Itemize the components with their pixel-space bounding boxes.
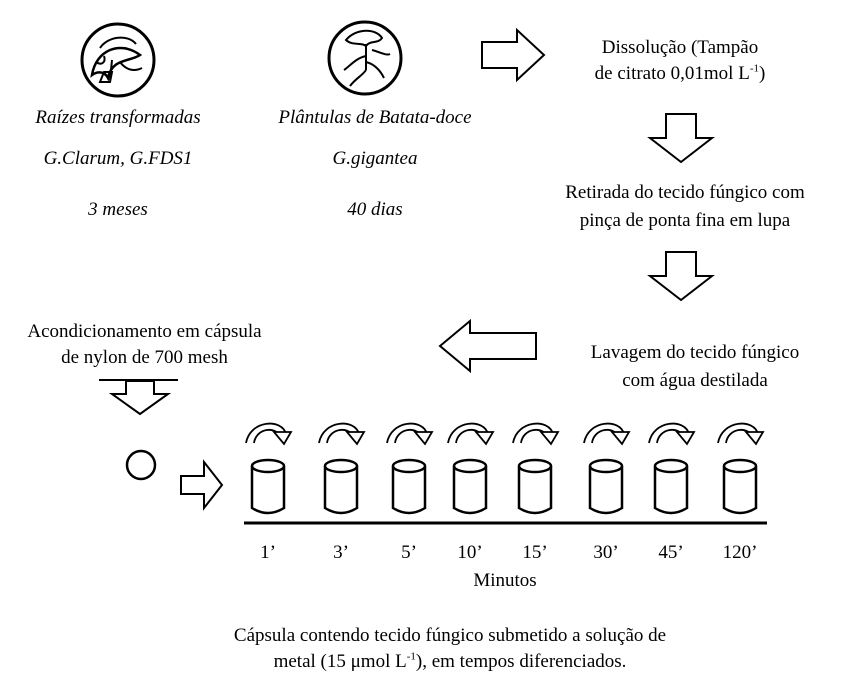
- right-sample-title: Plântulas de Batata-doce: [278, 107, 472, 128]
- sample-tube-icon: [250, 458, 286, 515]
- time-label: 45’: [658, 542, 684, 563]
- left-sample-duration: 3 meses: [88, 199, 148, 220]
- time-label: 5’: [401, 542, 417, 563]
- transfer-arrow-icon: [583, 422, 631, 446]
- sample-tube-icon: [323, 458, 359, 515]
- arrow-down-icon: [647, 113, 715, 164]
- right-sample-duration: 40 dias: [347, 199, 403, 220]
- time-label: 30’: [593, 542, 619, 563]
- step-capsule-line1: Acondicionamento em cápsula: [27, 321, 262, 342]
- sample-tube-icon: [722, 458, 758, 515]
- step-removal-line1: Retirada do tecido fúngico com: [565, 182, 805, 203]
- arrow-down-icon: [99, 379, 178, 416]
- transfer-arrow-icon: [245, 422, 293, 446]
- transfer-arrow-icon: [318, 422, 366, 446]
- petri-dish-roots-icon: [80, 22, 156, 98]
- sample-tube-icon: [588, 458, 624, 515]
- arrow-right-icon: [180, 459, 224, 511]
- step-removal-line2: pinça de ponta fina em lupa: [579, 210, 791, 231]
- arrow-left-icon: [438, 318, 537, 374]
- petri-dish-plantlet-icon: [327, 20, 403, 96]
- sample-tube-icon: [452, 458, 488, 515]
- left-sample-title: Raízes transformadas: [35, 107, 201, 128]
- time-label: 3’: [333, 542, 349, 563]
- timeline-unit-label: Minutos: [473, 570, 537, 591]
- transfer-arrow-icon: [512, 422, 560, 446]
- step-dissolution-line2: de citrato 0,01mol L-1): [594, 62, 766, 84]
- right-sample-species: G.gigantea: [332, 148, 418, 169]
- step-washing-line2: com água destilada: [622, 370, 768, 391]
- sample-tube-icon: [517, 458, 553, 515]
- arrow-right-icon: [481, 27, 546, 83]
- sample-tube-icon: [653, 458, 689, 515]
- step-dissolution-line1: Dissolução (Tampão: [601, 37, 759, 58]
- time-label: 15’: [522, 542, 548, 563]
- transfer-arrow-icon: [717, 422, 765, 446]
- step-washing-line1: Lavagem do tecido fúngico: [590, 342, 800, 363]
- transfer-arrow-icon: [386, 422, 434, 446]
- arrow-down-icon: [647, 251, 715, 302]
- left-sample-species: G.Clarum, G.FDS1: [43, 148, 193, 169]
- caption-line1: Cápsula contendo tecido fúngico submetid…: [233, 625, 667, 646]
- time-label: 120’: [722, 542, 758, 563]
- transfer-arrow-icon: [648, 422, 696, 446]
- sample-tube-icon: [391, 458, 427, 515]
- caption-line2: metal (15 μmol L-1), em tempos diferenci…: [273, 650, 627, 672]
- time-label: 1’: [260, 542, 276, 563]
- nylon-capsule-icon: [125, 449, 157, 481]
- step-capsule-line2: de nylon de 700 mesh: [61, 347, 228, 368]
- transfer-arrow-icon: [447, 422, 495, 446]
- time-label: 10’: [457, 542, 483, 563]
